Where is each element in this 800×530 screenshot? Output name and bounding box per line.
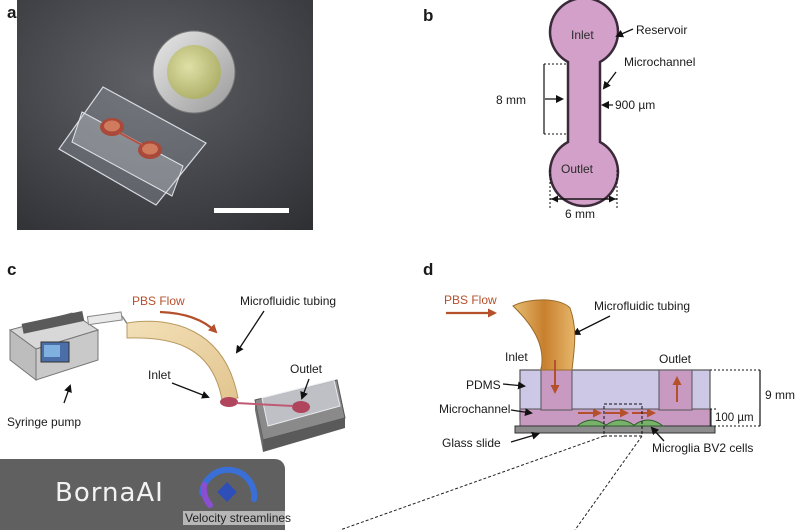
- panel-a-photo: [17, 0, 313, 230]
- b-microchannel-label: Microchannel: [624, 55, 695, 69]
- c-syringe-pump-label: Syringe pump: [7, 415, 81, 429]
- d-tubing-label: Microfluidic tubing: [594, 299, 690, 313]
- d-pdms-label: PDMS: [466, 378, 501, 392]
- velocity-streamlines-label: Velocity streamlines: [183, 511, 294, 525]
- c-tubing-pointer: [235, 310, 265, 354]
- c-tubing-label: Microfluidic tubing: [240, 294, 336, 308]
- dumbbell-channel-shape: [548, 0, 620, 208]
- d-inlet-label: Inlet: [505, 350, 528, 364]
- b-outlet-label: Outlet: [561, 162, 594, 176]
- b-length-label: 8 mm: [496, 93, 526, 107]
- d-tubing-pointer: [572, 315, 611, 335]
- panel-b-channel-diagram: [548, 0, 620, 208]
- d-cells-pointer: [650, 426, 665, 442]
- b-width-label: 6 mm: [565, 207, 595, 221]
- c-pbs-flow-label: PBS Flow: [132, 294, 185, 308]
- d-cells-label: Microglia BV2 cells: [652, 441, 753, 455]
- scale-bar: [214, 208, 289, 213]
- d-cross-section: [512, 299, 716, 437]
- d-glass-slide-label: Glass slide: [442, 436, 501, 450]
- d-pbs-flow-label: PBS Flow: [444, 293, 497, 307]
- c-outlet-pointer: [300, 378, 310, 400]
- watermark-text: BornaAI: [55, 478, 164, 508]
- panel-label-c: c: [7, 260, 16, 279]
- zoom-line-left: [339, 435, 605, 530]
- d-glass-pointer: [510, 431, 540, 443]
- pdms-chip-image: [58, 86, 207, 206]
- b-microchannel-pointer: [602, 71, 617, 90]
- b-inlet-label: Inlet: [571, 28, 594, 42]
- b-reservoir-pointer: [615, 28, 634, 38]
- c-flow-arrow: [159, 310, 218, 334]
- syringe-pump-illustration: [8, 311, 131, 382]
- panel-label-b: b: [423, 6, 433, 25]
- d-channel-height-label: 100 µm: [715, 412, 754, 424]
- d-outlet-label: Outlet: [659, 352, 692, 366]
- panel-label-a: a: [7, 3, 17, 22]
- b-width-dimension: [549, 170, 618, 210]
- zoom-line-right: [574, 435, 643, 530]
- c-inlet-pointer: [171, 382, 210, 399]
- b-channel-width-label: 900 µm: [615, 98, 655, 112]
- d-height-label: 9 mm: [765, 388, 795, 402]
- d-height-dimension: [710, 369, 761, 427]
- d-pdms-pointer: [502, 381, 526, 390]
- c-inlet-label: Inlet: [148, 368, 171, 382]
- c-tubing-illustration: [126, 320, 239, 401]
- b-length-dimension: [543, 63, 566, 135]
- c-outlet-label: Outlet: [290, 362, 323, 376]
- d-microchannel-pointer: [510, 408, 533, 417]
- d-microchannel-label: Microchannel: [439, 402, 510, 416]
- watermark-logo-icon: [199, 466, 258, 508]
- b-reservoir-label: Reservoir: [636, 23, 687, 37]
- c-pump-pointer: [63, 384, 72, 404]
- panel-label-d: d: [423, 260, 433, 279]
- coin-image: [152, 30, 236, 114]
- c-chip-illustration: [220, 379, 346, 452]
